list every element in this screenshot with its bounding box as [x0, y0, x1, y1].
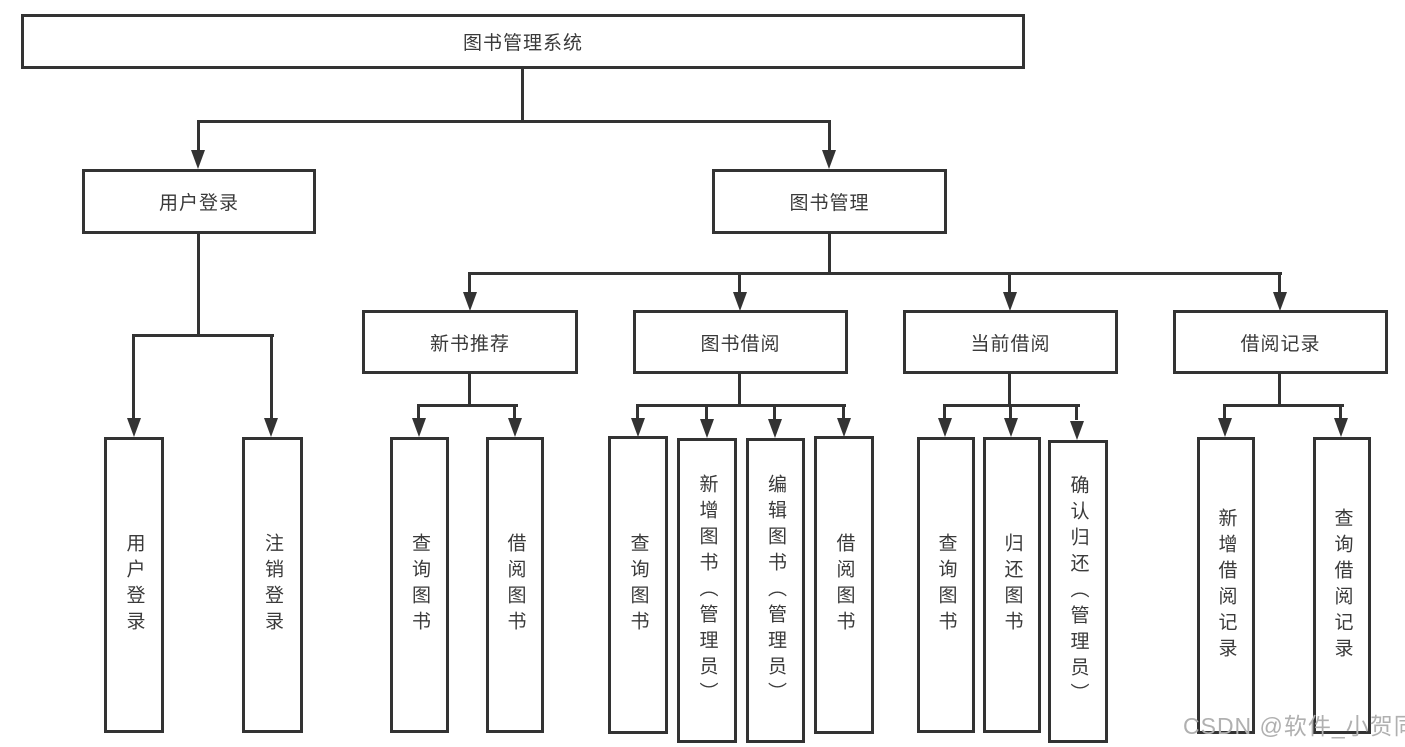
leaf-query-books-2-label: 查询图书	[627, 533, 649, 637]
connector-line	[417, 404, 518, 407]
arrowhead-icon	[264, 418, 278, 437]
node-borrow-records: 借阅记录	[1173, 310, 1388, 374]
node-current-borrow: 当前借阅	[903, 310, 1118, 374]
node-new-book-recommend: 新书推荐	[362, 310, 578, 374]
connector-line	[417, 404, 420, 420]
arrowhead-icon	[1004, 418, 1018, 437]
connector-line	[1008, 374, 1011, 406]
node-book-management-label: 图书管理	[789, 193, 870, 214]
leaf-return-book: 归还图书	[983, 437, 1041, 733]
connector-line	[636, 404, 846, 407]
connector-line	[468, 272, 471, 296]
leaf-query-books-1: 查询图书	[390, 437, 449, 733]
connector-line	[197, 233, 200, 337]
connector-line	[270, 334, 273, 420]
node-root-label: 图书管理系统	[462, 33, 583, 54]
watermark: CSDN @软件_小贺同学	[1183, 713, 1405, 739]
leaf-user-login-label: 用户登录	[123, 533, 145, 637]
connector-line	[738, 272, 741, 296]
arrowhead-icon	[127, 418, 141, 437]
connector-line	[842, 404, 845, 420]
connector-line	[197, 120, 200, 152]
connector-line	[521, 69, 524, 123]
leaf-query-books-2: 查询图书	[608, 436, 668, 734]
node-current-borrow-label: 当前借阅	[970, 333, 1051, 355]
connector-line	[828, 234, 831, 275]
node-user-login-label: 用户登录	[158, 193, 239, 214]
leaf-logout-label: 注销登录	[262, 533, 283, 637]
leaf-edit-book-admin-label: 编辑图书（管理员）	[765, 473, 786, 708]
connector-line	[1223, 404, 1226, 420]
connector-line	[1008, 272, 1011, 296]
leaf-add-borrow-record-label: 新增借阅记录	[1215, 507, 1237, 664]
node-book-management: 图书管理	[712, 169, 947, 234]
connector-line	[1223, 404, 1344, 407]
node-book-borrow-label: 图书借阅	[700, 333, 781, 355]
connector-line	[132, 334, 274, 337]
connector-line	[468, 374, 471, 406]
leaf-add-book-admin-label: 新增图书（管理员）	[696, 473, 718, 708]
leaf-logout: 注销登录	[242, 437, 303, 733]
arrowhead-icon	[733, 292, 747, 311]
node-book-borrow: 图书借阅	[633, 310, 848, 374]
leaf-query-books-3-label: 查询图书	[935, 533, 957, 637]
connector-line	[132, 334, 135, 420]
arrowhead-icon	[768, 419, 782, 438]
arrowhead-icon	[1003, 292, 1017, 311]
connector-line	[513, 404, 516, 420]
arrowhead-icon	[191, 150, 205, 169]
connector-line	[1278, 374, 1281, 406]
leaf-borrow-books-1: 借阅图书	[486, 437, 544, 733]
connector-line	[773, 404, 776, 420]
leaf-add-borrow-record: 新增借阅记录	[1197, 437, 1255, 734]
leaf-query-books-1-label: 查询图书	[409, 533, 430, 637]
connector-line	[468, 272, 1282, 275]
arrowhead-icon	[508, 418, 522, 437]
arrowhead-icon	[822, 150, 836, 169]
leaf-query-borrow-record-label: 查询借阅记录	[1331, 507, 1353, 664]
arrowhead-icon	[1273, 292, 1287, 311]
connector-line	[1009, 404, 1012, 420]
leaf-confirm-return-admin: 确认归还（管理员）	[1048, 440, 1108, 743]
leaf-borrow-books-2-label: 借阅图书	[833, 533, 855, 637]
leaf-query-books-3: 查询图书	[917, 437, 975, 733]
leaf-edit-book-admin: 编辑图书（管理员）	[746, 438, 805, 743]
connector-line	[1278, 272, 1281, 296]
leaf-confirm-return-admin-label: 确认归还（管理员）	[1067, 474, 1089, 709]
arrowhead-icon	[412, 418, 426, 437]
node-new-book-recommend-label: 新书推荐	[429, 333, 510, 355]
arrowhead-icon	[1218, 418, 1232, 437]
leaf-add-book-admin: 新增图书（管理员）	[677, 438, 737, 743]
connector-line	[705, 404, 708, 420]
arrowhead-icon	[1070, 421, 1084, 440]
node-user-login: 用户登录	[82, 169, 316, 234]
leaf-borrow-books-2: 借阅图书	[814, 436, 874, 734]
leaf-query-borrow-record: 查询借阅记录	[1313, 437, 1371, 734]
connector-line	[1075, 404, 1078, 420]
node-borrow-records-label: 借阅记录	[1240, 333, 1321, 355]
connector-line	[828, 120, 831, 152]
node-root: 图书管理系统	[21, 14, 1025, 69]
arrowhead-icon	[631, 418, 645, 437]
leaf-user-login: 用户登录	[104, 437, 164, 733]
connector-line	[943, 404, 946, 420]
arrowhead-icon	[938, 418, 952, 437]
arrowhead-icon	[1334, 418, 1348, 437]
connector-line	[1339, 404, 1342, 420]
arrowhead-icon	[463, 292, 477, 311]
connector-line	[636, 404, 639, 420]
arrowhead-icon	[700, 419, 714, 438]
leaf-borrow-books-1-label: 借阅图书	[504, 533, 526, 637]
connector-line	[197, 120, 831, 123]
connector-line	[738, 374, 741, 406]
arrowhead-icon	[837, 418, 851, 437]
leaf-return-book-label: 归还图书	[1001, 533, 1023, 637]
